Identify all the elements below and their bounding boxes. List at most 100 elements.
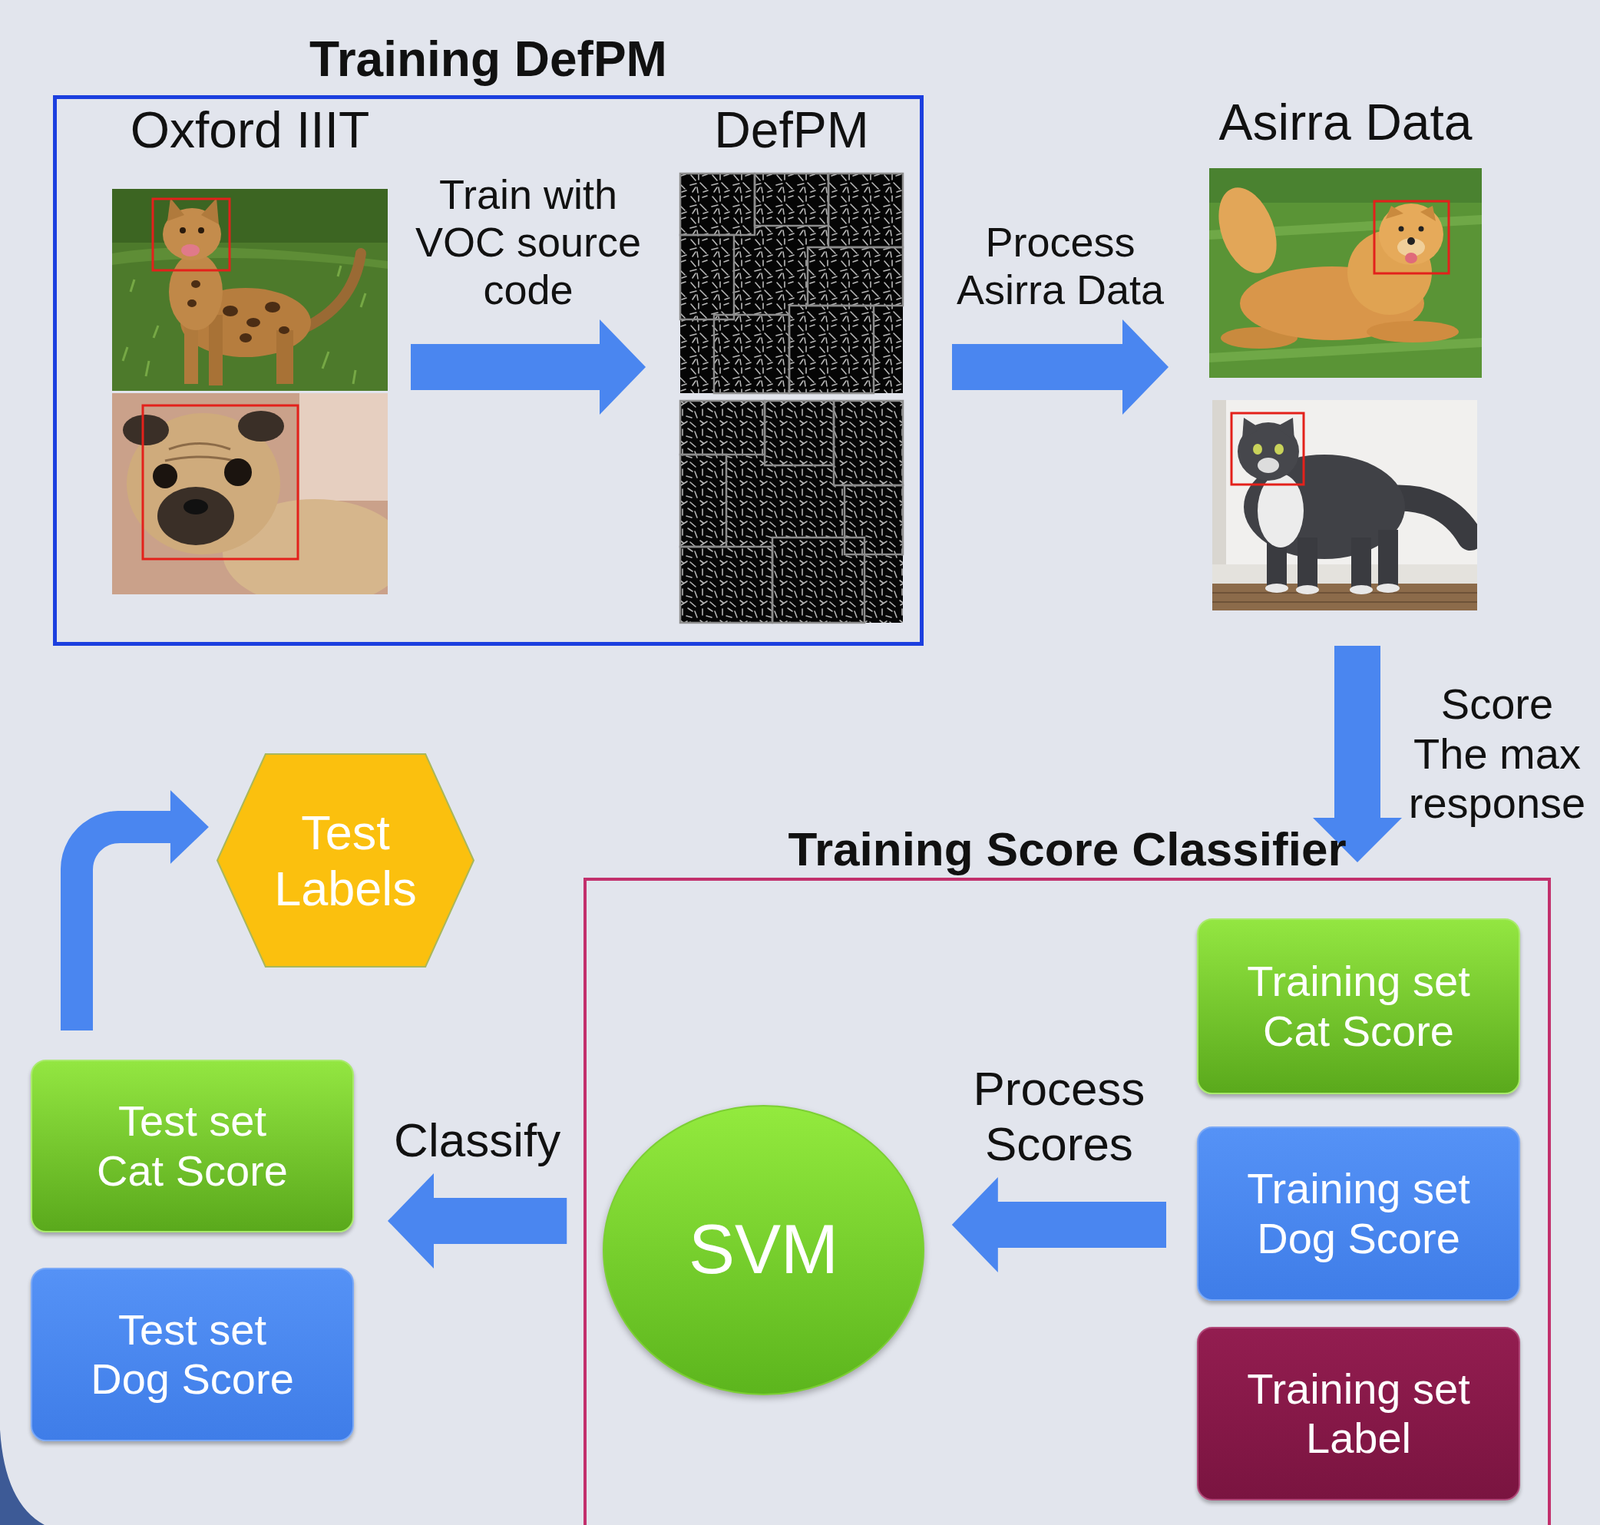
dog-photo-part bbox=[1398, 226, 1405, 232]
score-box: Training set Dog Score bbox=[1196, 1126, 1521, 1301]
part-model-image-part-part bbox=[764, 400, 834, 466]
cat-photo-part-part bbox=[1349, 585, 1373, 595]
cat-photo-part bbox=[168, 253, 223, 331]
cat-photo-part bbox=[1274, 443, 1284, 455]
cat-photo-part bbox=[167, 198, 185, 222]
output-hexagon: Test Labels bbox=[216, 753, 475, 968]
cat-photo-part bbox=[1276, 417, 1295, 441]
edge-label: Process Scores bbox=[951, 1061, 1167, 1171]
cat-photo-part bbox=[179, 227, 186, 234]
group-box: Training Score ClassifierSVMTraining set… bbox=[583, 877, 1551, 1525]
part-model-image-part-part bbox=[680, 173, 755, 235]
arrow-head bbox=[599, 319, 646, 415]
part-model-image-part-part bbox=[680, 234, 734, 320]
score-box: Test set Dog Score bbox=[30, 1267, 354, 1442]
part-model-image-part-part bbox=[680, 546, 773, 623]
slide-corner bbox=[0, 1429, 45, 1525]
dog-photo-part bbox=[1420, 205, 1436, 222]
edge-label: Classify bbox=[377, 1112, 578, 1167]
hexagon-shape bbox=[216, 753, 475, 968]
cat-photo-part bbox=[1265, 583, 1400, 595]
pug-photo-part bbox=[183, 499, 209, 515]
flow-arrow-group bbox=[387, 1173, 567, 1269]
part-model-image-part-part bbox=[772, 537, 865, 623]
cat-photo-part bbox=[152, 198, 230, 271]
pug-photo-part bbox=[157, 486, 235, 546]
group-heading: Training Score Classifier bbox=[787, 821, 1346, 877]
cat-photo-part-part bbox=[246, 317, 261, 328]
cat-photo-part-part bbox=[1297, 537, 1318, 590]
edge-label: Score The max response bbox=[1406, 679, 1588, 828]
pug-photo-part bbox=[238, 410, 285, 442]
part-model-image-part-part bbox=[828, 173, 903, 248]
edge-label: Train with VOC source code bbox=[405, 170, 652, 314]
part-model-image-part bbox=[680, 173, 903, 394]
flow-arrow bbox=[76, 826, 172, 1031]
cat-photo-part-part bbox=[1265, 583, 1289, 593]
part-model-image bbox=[680, 173, 903, 623]
label-box: Training set Label bbox=[1196, 1326, 1521, 1501]
group-heading: Asirra Data bbox=[1218, 93, 1472, 153]
cat-photo-part-part bbox=[1351, 537, 1372, 590]
cat-photo-part bbox=[1212, 583, 1478, 611]
part-model-image-part-part bbox=[714, 314, 790, 394]
image-panel: Asirra Data bbox=[1209, 168, 1482, 611]
pug-photo-part bbox=[122, 414, 169, 446]
flow-arrow-group bbox=[410, 319, 646, 415]
node-label: Training set Dog Score bbox=[1228, 1163, 1490, 1263]
pug-photo-part bbox=[152, 463, 178, 489]
dog-photo-part bbox=[1374, 201, 1449, 274]
dog-photo-part bbox=[1404, 252, 1418, 264]
node-label: Test Labels bbox=[257, 804, 434, 916]
group-heading: Training DefPM bbox=[309, 31, 668, 89]
cat-photo-part bbox=[187, 280, 290, 343]
flow-arrow bbox=[1334, 645, 1381, 820]
part-model-image-part-part bbox=[833, 400, 903, 486]
score-box: Training set Cat Score bbox=[1196, 918, 1521, 1095]
cat-photo-part bbox=[208, 314, 223, 386]
pug-photo-part bbox=[299, 393, 388, 501]
node-label: Test set Dog Score bbox=[85, 1305, 301, 1405]
node-label: Test set Cat Score bbox=[85, 1096, 301, 1196]
cat-photo bbox=[1212, 400, 1478, 611]
cat-photo-part-part bbox=[239, 333, 252, 343]
cat-photo-part bbox=[1252, 443, 1263, 455]
cat-photo bbox=[112, 188, 388, 391]
cat-photo-part-part bbox=[1376, 583, 1400, 593]
node-label: SVM bbox=[688, 1209, 839, 1290]
group-heading: DefPM bbox=[714, 101, 870, 160]
arrow-head bbox=[1122, 319, 1169, 415]
node-label: Training set Cat Score bbox=[1228, 956, 1490, 1056]
node-label: Training set Label bbox=[1228, 1364, 1490, 1464]
arrow-head bbox=[387, 1173, 434, 1269]
pug-photo bbox=[112, 393, 388, 595]
cat-photo-part-part bbox=[1378, 529, 1399, 588]
flow-arrow bbox=[432, 1197, 567, 1244]
flow-arrow-group bbox=[76, 790, 209, 1031]
dog-photo-part bbox=[1418, 226, 1425, 232]
part-model-image-part-part bbox=[789, 305, 874, 394]
edge-label: Process Asirra Data bbox=[945, 218, 1176, 314]
arrow-head bbox=[170, 790, 209, 864]
pug-photo-part bbox=[142, 405, 298, 559]
cat-photo-part bbox=[276, 330, 294, 384]
flow-arrow bbox=[410, 343, 602, 391]
cat-photo-part bbox=[122, 265, 366, 384]
cat-photo-part bbox=[1212, 400, 1478, 611]
cat-photo-part bbox=[198, 227, 205, 234]
dog-photo-part bbox=[1378, 203, 1444, 265]
part-model-image-part-part bbox=[844, 485, 903, 555]
cat-photo-part-part bbox=[278, 326, 290, 334]
cat-photo-part bbox=[201, 198, 219, 225]
cat-photo-part-part bbox=[222, 305, 239, 317]
score-box: Test set Cat Score bbox=[30, 1059, 354, 1233]
cat-photo-part-part bbox=[187, 299, 197, 308]
part-model-image-part-part bbox=[754, 173, 829, 226]
group-heading: Oxford IIIT bbox=[130, 101, 371, 160]
part-model-image-part bbox=[680, 400, 903, 623]
hexagon-fill bbox=[217, 753, 474, 967]
flow-arrow bbox=[996, 1201, 1167, 1248]
pug-photo-part bbox=[165, 443, 235, 462]
